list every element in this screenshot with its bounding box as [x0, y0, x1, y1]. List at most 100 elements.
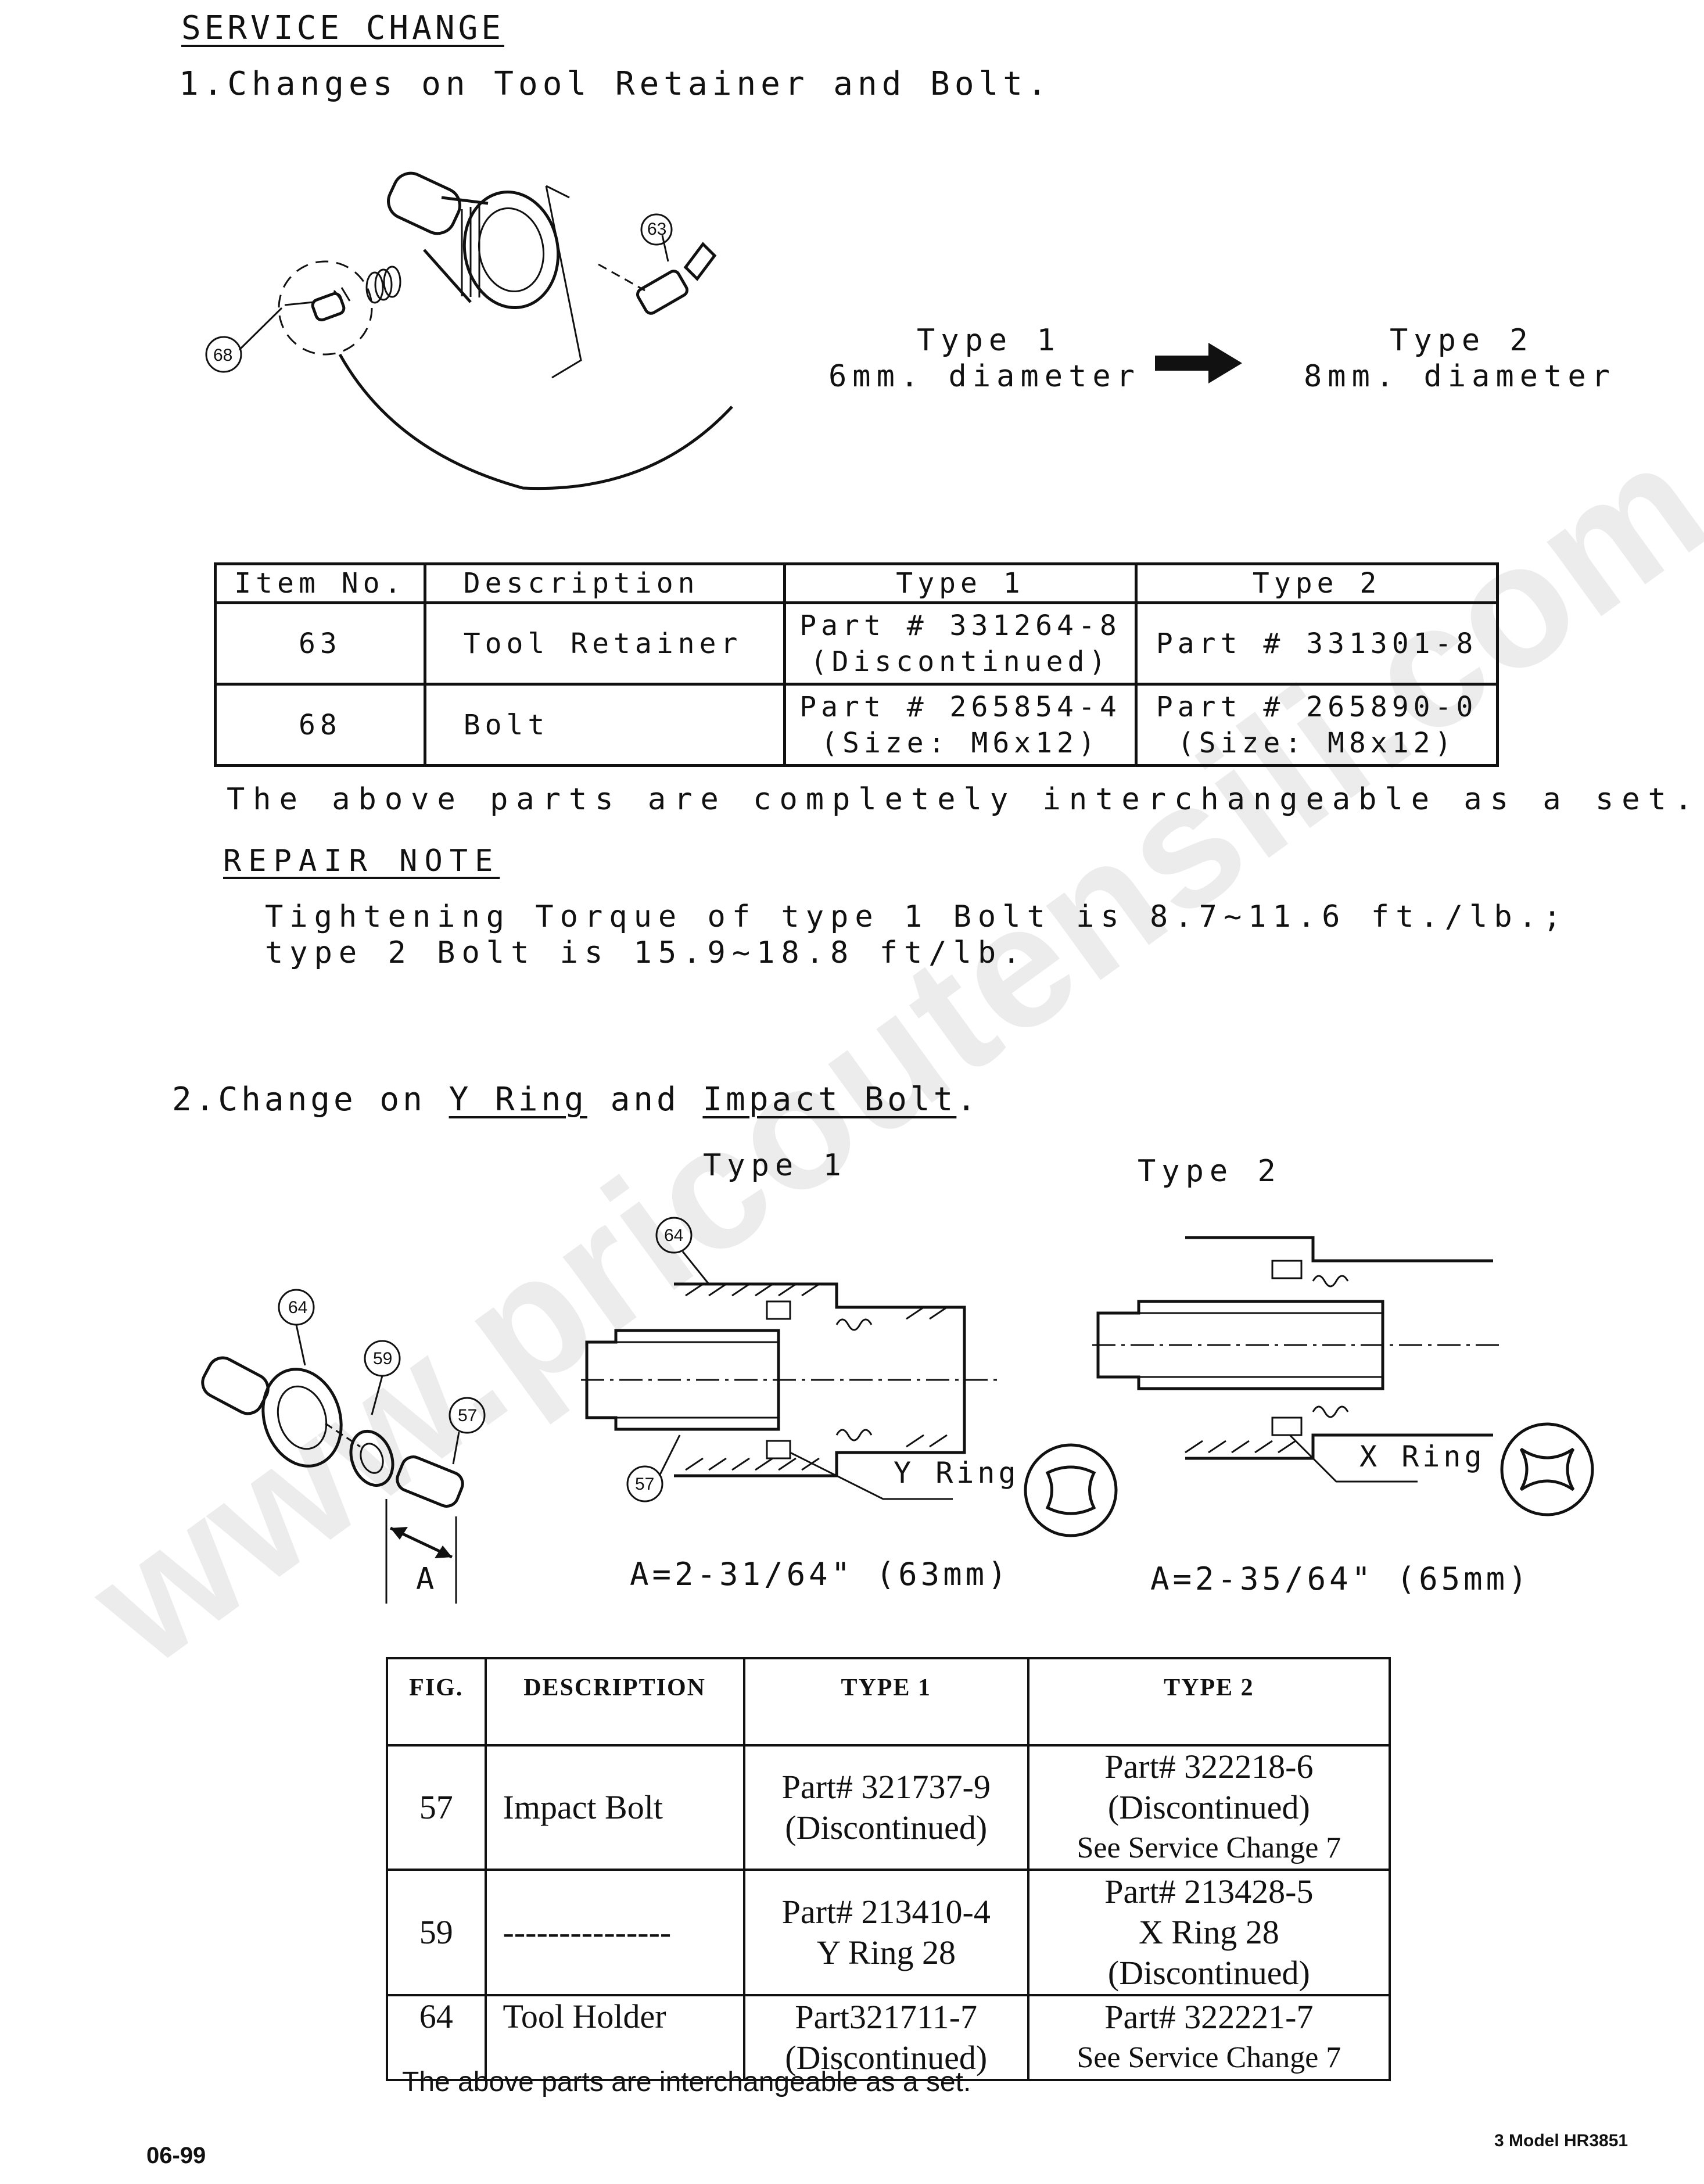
cell-type2-see: (Discontinued): [1107, 1954, 1310, 1992]
impact-bolt-table: FIG. DESCRIPTION TYPE 1 TYPE 2 57 Impact…: [386, 1657, 1391, 2081]
callout-68: 68: [213, 346, 233, 365]
cell-type2-part: Part # 265890-0: [1156, 690, 1478, 723]
cell-type1-part: Part # 265854-4: [799, 690, 1121, 723]
cell-type1-part: Part321711-7: [795, 1998, 978, 2036]
s2-interchange-note: The above parts are interchangeable as a…: [402, 2067, 971, 2097]
cell-type1-part: Part# 213410-4: [781, 1893, 991, 1931]
y-ring-label: Y Ring: [894, 1456, 1020, 1490]
s2-type1-label: Type 1: [703, 1148, 847, 1183]
x-ring-label: X Ring: [1359, 1440, 1486, 1473]
callout-59: 59: [373, 1349, 393, 1368]
header-type1: TYPE 1: [742, 1657, 1029, 1747]
cell-type1: Part321711-7 (Discontinued): [742, 1994, 1029, 2081]
cell-type2: Part# 322221-7 See Service Change 7: [1027, 1994, 1391, 2081]
s2-title-impact-bolt: Impact Bolt: [702, 1081, 957, 1118]
cell-description: ---------------: [484, 1869, 745, 1996]
cell-item: 68: [214, 683, 426, 767]
header-type1: Type 1: [783, 562, 1138, 604]
page-title: SERVICE CHANGE: [181, 9, 505, 47]
s2-type2-label: Type 2: [1138, 1154, 1282, 1189]
cell-type2-note: (Size: M8x12): [1177, 726, 1457, 759]
cell-fig: 64: [386, 1994, 487, 2081]
footer-page-model: 3 Model HR3851: [1494, 2131, 1628, 2150]
cell-type2: Part# 322218-6 (Discontinued) See Servic…: [1027, 1744, 1391, 1871]
header-type2: TYPE 2: [1027, 1657, 1391, 1747]
y-ring-profile-icon: [1024, 1443, 1118, 1537]
cell-fig: 59: [386, 1869, 487, 1996]
table-row: 57 Impact Bolt Part# 321737-9 (Discontin…: [386, 1744, 1391, 1871]
cell-type2-note: See Service Change 7: [1077, 2041, 1341, 2074]
s2-title-prefix: 2.Change on: [172, 1081, 449, 1118]
cell-type2: Part # 331301-8: [1135, 601, 1499, 686]
cell-type1: Part # 331264-8 (Discontinued): [783, 601, 1138, 686]
cell-fig: 57: [386, 1744, 487, 1871]
cell-type2: Part# 213428-5 X Ring 28 (Discontinued): [1027, 1869, 1391, 1996]
hatching: [1185, 1440, 1296, 1454]
section1-title: 1.Changes on Tool Retainer and Bolt.: [179, 65, 1052, 103]
cell-type1: Part# 213410-4 Y Ring 28: [742, 1869, 1029, 1996]
hatching: [685, 1283, 948, 1471]
header-description: DESCRIPTION: [484, 1657, 745, 1747]
cell-type1: Part# 321737-9 (Discontinued): [742, 1744, 1029, 1871]
cell-type2-part: Part# 213428-5: [1104, 1873, 1314, 1910]
retainer-drawing: [598, 242, 717, 315]
s2-title-mid: and: [587, 1081, 703, 1118]
type2-dimension: A=2-35/64" (65mm): [1150, 1561, 1531, 1597]
callout-57-section: 57: [635, 1475, 655, 1494]
callout-63: 63: [647, 220, 667, 239]
cell-type1-part: Part # 331264-8: [799, 609, 1121, 642]
cell-description: Impact Bolt: [484, 1744, 745, 1871]
cell-type2: Part # 265890-0 (Size: M8x12): [1135, 683, 1499, 767]
impact-bolt-exploded-view: [201, 1289, 486, 1604]
arrow-right-icon: [1155, 343, 1242, 383]
cell-type1-note: (Discontinued): [785, 2039, 988, 2077]
s2-title-suffix: .: [956, 1081, 980, 1118]
header-type2: Type 2: [1135, 562, 1499, 604]
cell-type1-part: Part# 321737-9: [781, 1768, 991, 1806]
cell-type1-note: (Discontinued): [810, 645, 1111, 678]
table-header-row: FIG. DESCRIPTION TYPE 1 TYPE 2: [386, 1657, 1391, 1747]
s1-type1-size: 6mm. diameter: [828, 359, 1140, 394]
table-row: 59 --------------- Part# 213410-4 Y Ring…: [386, 1869, 1391, 1996]
type1-cross-section: [581, 1217, 999, 1502]
spring-drawing: [365, 266, 401, 304]
cell-type1-note: (Discontinued): [785, 1809, 988, 1846]
footer-date: 06-99: [146, 2143, 206, 2168]
cell-type2-part: Part# 322218-6: [1104, 1748, 1314, 1785]
section2-title: 2.Change on Y Ring and Impact Bolt.: [172, 1081, 980, 1118]
cell-type1-note: (Size: M6x12): [821, 726, 1100, 759]
dimension-letter-a: A: [416, 1562, 435, 1597]
repair-note-title: REPAIR NOTE: [223, 844, 500, 878]
cell-type2-part: Part# 322221-7: [1104, 1998, 1314, 2036]
table-header-row: Item No. Description Type 1 Type 2: [214, 562, 1499, 604]
cell-type2-note: X Ring 28: [1139, 1913, 1279, 1951]
cell-item: 63: [214, 601, 426, 686]
cell-type2-note: (Discontinued): [1107, 1788, 1310, 1826]
cell-type2-see: See Service Change 7: [1077, 1831, 1341, 1864]
detail-circle: [278, 260, 373, 356]
type2-cross-section: [1092, 1236, 1499, 1483]
callout-57-exploded: 57: [458, 1406, 478, 1425]
type1-dimension: A=2-31/64" (63mm): [630, 1556, 1010, 1593]
callout-64-section: 64: [664, 1226, 684, 1245]
cell-description: Tool Retainer: [423, 601, 786, 686]
header-fig: FIG.: [386, 1657, 487, 1747]
repair-note-line2: type 2 Bolt is 15.9~18.8 ft/lb.: [265, 935, 1027, 970]
s1-type2-size: 8mm. diameter: [1304, 359, 1616, 394]
tool-holder-drawing: [387, 171, 582, 379]
cell-type2-part: Part # 331301-8: [1156, 627, 1478, 660]
cell-description: Bolt: [423, 683, 786, 767]
x-ring-profile-icon: [1500, 1422, 1594, 1516]
header-item-no: Item No.: [214, 562, 426, 604]
s1-interchange-note: The above parts are completely interchan…: [227, 782, 1701, 817]
table-row: 63 Tool Retainer Part # 331264-8 (Discon…: [214, 601, 1499, 686]
tool-retainer-illustration: [205, 171, 733, 490]
table-row: 64 Tool Holder Part321711-7 (Discontinue…: [386, 1994, 1391, 2081]
cell-description: Tool Holder: [484, 1994, 745, 2081]
s1-type2-label: Type 2: [1390, 323, 1534, 358]
tool-retainer-table: Item No. Description Type 1 Type 2 63 To…: [214, 562, 1499, 767]
header-description: Description: [423, 562, 786, 604]
cell-type1-note: Y Ring 28: [816, 1934, 956, 1971]
s2-title-yring: Y Ring: [449, 1081, 587, 1118]
